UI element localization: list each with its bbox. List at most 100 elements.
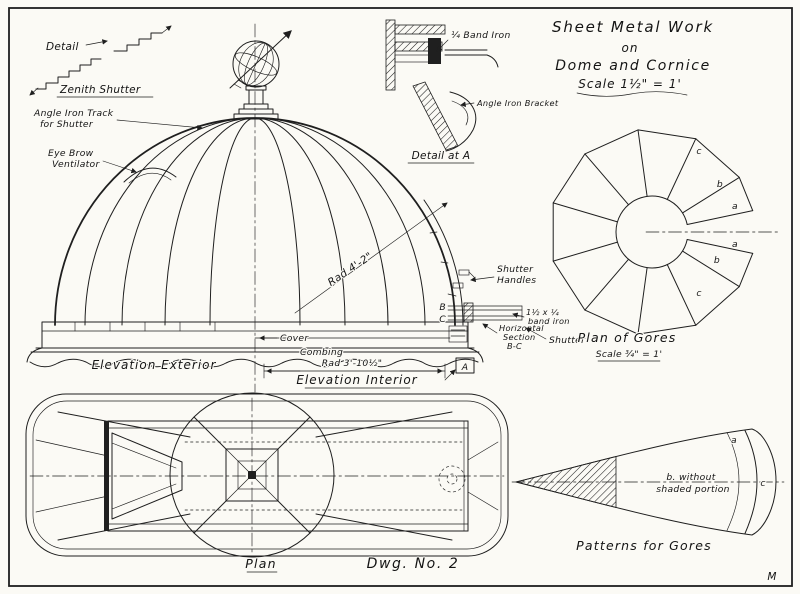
bracket-leader <box>460 101 475 108</box>
detail-label: Detail <box>46 41 79 53</box>
plan-corner-spokes <box>35 411 499 541</box>
gore-label-b-top: b <box>717 179 723 190</box>
section-leader <box>482 323 498 334</box>
pattern-inner-curve-2 <box>726 432 740 531</box>
track-label-line2: for Shutter <box>40 119 94 130</box>
elevation-interior-caption: Elevation Interior <box>296 373 417 387</box>
gore-patterns: a c b. without shaded portion Patterns f… <box>511 428 785 554</box>
handles-label-line2: Handles <box>497 275 536 286</box>
pattern-inner-curve-1 <box>744 430 758 534</box>
zenith-shutter-detail: Detail Zenith Shutter <box>29 25 172 98</box>
eyebrow-label-line2: Ventilator <box>52 159 100 170</box>
radius-outer-label: Rad 4'-2" <box>326 250 375 289</box>
handles-leader <box>470 276 495 283</box>
band-note-line2: band iron <box>528 316 570 326</box>
shutter-track-arc <box>423 199 464 326</box>
elevation-exterior-caption: Elevation Exterior <box>92 358 217 372</box>
title-line-1: Sheet Metal Work <box>552 18 714 36</box>
shutter-plan-taper <box>111 432 183 520</box>
shaded-portion <box>515 455 617 509</box>
band-note-leader <box>512 312 525 318</box>
gore-label-c-bottom: c <box>696 288 701 299</box>
combing-label: Combing <box>300 347 343 358</box>
title-scale: Scale 1½" = 1' <box>578 77 682 91</box>
stair-lower-arrow <box>29 87 39 96</box>
cornice-molding <box>26 347 484 368</box>
gore-label-a-bottom: a <box>732 239 738 250</box>
detail-leader <box>85 39 108 46</box>
band-iron-label: ¼ Band Iron <box>451 30 511 41</box>
eyebrow-label-line1: Eye Brow <box>48 148 94 159</box>
stair-upper-arrow <box>161 25 172 34</box>
solid-block <box>428 38 441 64</box>
detail-at-a: ¼ Band Iron Angle Iron Bracket Detail at… <box>385 19 560 164</box>
pattern-label-c: c <box>760 478 765 489</box>
zenith-shutter-title: Zenith Shutter <box>59 84 141 96</box>
marker-b-label: B <box>439 302 446 313</box>
cornice-section-a <box>448 325 468 343</box>
vertical-plate <box>385 19 396 91</box>
gores-plan-scale: Scale ¾" = 1' <box>596 349 663 360</box>
dome-elevation: B C A Angle Iron Track for Shutter Eye B… <box>26 23 587 393</box>
plan-view: Plan <box>25 392 509 573</box>
gore-division-lines <box>552 129 754 335</box>
shutter-track-band <box>104 420 469 532</box>
radius-inner-label: Rad 3'-10½" <box>322 358 383 369</box>
gore-patterns-title: Patterns for Gores <box>576 538 712 553</box>
bracket-label: Angle Iron Bracket <box>476 98 559 108</box>
radius-inner-dimension <box>263 363 446 379</box>
band-iron-strip <box>444 49 499 68</box>
cover-label: Cover <box>280 333 309 344</box>
section-label-line1: Horizontal <box>499 323 544 333</box>
section-b-c-detail <box>447 302 523 323</box>
band-note-line1: 1½ x ¼ <box>526 307 559 317</box>
stair-profile-upper <box>113 32 163 52</box>
eyebrow-leader <box>102 160 137 174</box>
section-label-line3: B-C <box>507 341 522 351</box>
title-line-3: Dome and Cornice <box>555 58 711 74</box>
sheet-border <box>8 7 793 587</box>
monogram: M <box>767 571 776 583</box>
plan-inner-outline <box>32 400 502 550</box>
band-iron-leader <box>436 39 449 52</box>
gores-inner-circle <box>615 195 688 269</box>
plan-of-gores: c b a a b c Plan of Gores Scale ¾" = 1' <box>552 129 781 362</box>
drawing-number: Dwg. No. 2 <box>367 556 460 572</box>
track-label-line1: Angle Iron Track <box>33 108 114 119</box>
marker-a-box <box>455 357 475 374</box>
shutter-leader <box>525 327 547 340</box>
gore-label-b-bottom: b <box>714 255 720 266</box>
detail-a-title: Detail at A <box>412 150 471 162</box>
marker-c-label: C <box>439 314 446 325</box>
gore-pattern-outline <box>515 428 777 536</box>
track-leader <box>116 119 203 131</box>
pattern-label-a: a <box>731 435 737 446</box>
gore-label-a-top: a <box>732 201 738 212</box>
zenith-skylight-plan <box>193 416 311 534</box>
handwheel-plan <box>438 465 466 493</box>
stair-profile-lower <box>35 58 102 90</box>
title-line-2: on <box>622 41 639 55</box>
bracket-inner-curve <box>451 100 469 126</box>
shutter-handles-shape <box>452 269 475 289</box>
section-label-line2: Section <box>503 332 536 342</box>
eyebrow-ventilator-shape <box>123 167 177 184</box>
dome-base-circle <box>169 392 335 558</box>
plan-caption: Plan <box>245 556 276 571</box>
scale-underline <box>576 91 688 97</box>
weathervane-arrow <box>229 30 292 89</box>
marker-a-label: A <box>461 362 469 373</box>
pattern-note-line2: shaded portion <box>656 484 730 495</box>
marker-a-leader <box>444 369 456 381</box>
radius-outer-leader <box>294 202 448 314</box>
title-block: Sheet Metal Work on Dome and Cornice Sca… <box>551 17 714 97</box>
pattern-note-line1: b. without <box>666 472 715 483</box>
gores-outer-polygon <box>552 129 754 335</box>
top-plate <box>394 24 446 35</box>
gore-label-c-top: c <box>696 146 701 157</box>
bracket-outer-curve <box>445 91 477 152</box>
shutter-label: Shutter <box>549 335 586 346</box>
gores-plan-title: Plan of Gores <box>578 330 677 345</box>
